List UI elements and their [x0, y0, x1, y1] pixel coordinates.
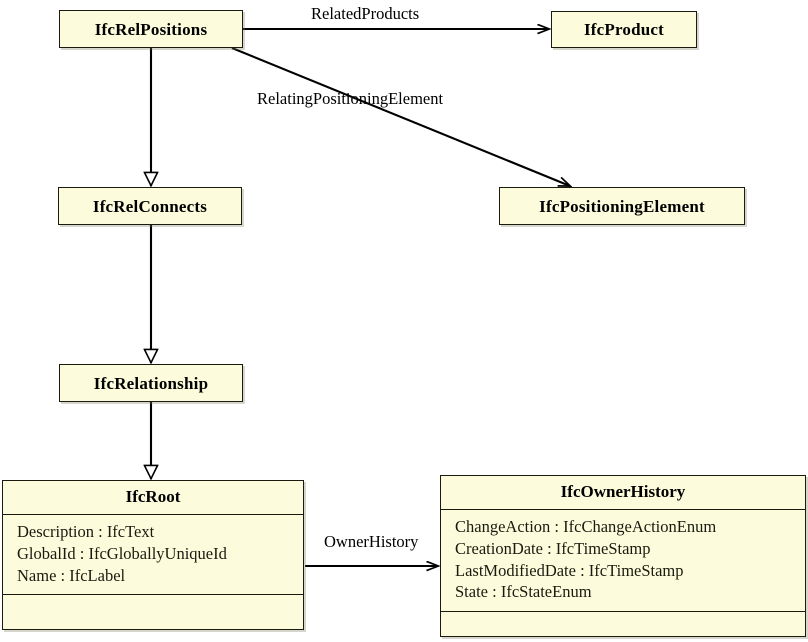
edge-label-relating-positioning-element: RelatingPositioningElement	[257, 89, 444, 108]
attribute-row: ChangeAction : IfcChangeActionEnum	[455, 517, 717, 536]
class-node-ifcrelconnects[interactable]: IfcRelConnects	[58, 187, 242, 225]
edge-label-related-products: RelatedProducts	[311, 4, 420, 23]
class-attributes-ifcroot: Description : IfcText GlobalId : IfcGlob…	[3, 515, 303, 596]
edge-association-relating-positioning-element	[231, 47, 570, 186]
class-node-ifcrelpositions[interactable]: IfcRelPositions	[59, 10, 243, 48]
class-node-ifcroot[interactable]: IfcRoot Description : IfcText GlobalId :…	[2, 480, 304, 630]
class-attributes-ifcownerhistory: ChangeAction : IfcChangeActionEnum Creat…	[441, 510, 805, 613]
attribute-row: GlobalId : IfcGloballyUniqueId	[17, 543, 227, 563]
class-name-ifcrelconnects: IfcRelConnects	[92, 196, 208, 216]
class-name-ifcproduct: IfcProduct	[583, 20, 665, 39]
class-name-ifcownerhistory: IfcOwnerHistory	[441, 476, 805, 510]
class-node-ifcrelationship[interactable]: IfcRelationship	[59, 364, 243, 402]
class-operations-ifcroot	[3, 595, 303, 613]
attribute-row: CreationDate : IfcTimeStamp	[455, 538, 651, 558]
edge-label-owner-history: OwnerHistory	[324, 532, 419, 551]
class-operations-ifcownerhistory	[441, 612, 805, 630]
attribute-row: LastModifiedDate : IfcTimeStamp	[455, 560, 684, 580]
class-name-ifcrelpositions: IfcRelPositions	[94, 19, 208, 39]
class-node-ifcownerhistory[interactable]: IfcOwnerHistory ChangeAction : IfcChange…	[440, 475, 806, 637]
class-node-ifcproduct[interactable]: IfcProduct	[551, 11, 697, 48]
class-name-ifcrelationship: IfcRelationship	[93, 373, 209, 393]
attribute-row: Name : IfcLabel	[17, 565, 126, 585]
class-name-ifcroot: IfcRoot	[3, 481, 303, 515]
class-node-ifcpositioningelement[interactable]: IfcPositioningElement	[499, 187, 745, 225]
attribute-row: State : IfcStateEnum	[455, 582, 592, 602]
class-name-ifcpositioningelement: IfcPositioningElement	[539, 196, 705, 216]
attribute-row: Description : IfcText	[17, 522, 155, 541]
